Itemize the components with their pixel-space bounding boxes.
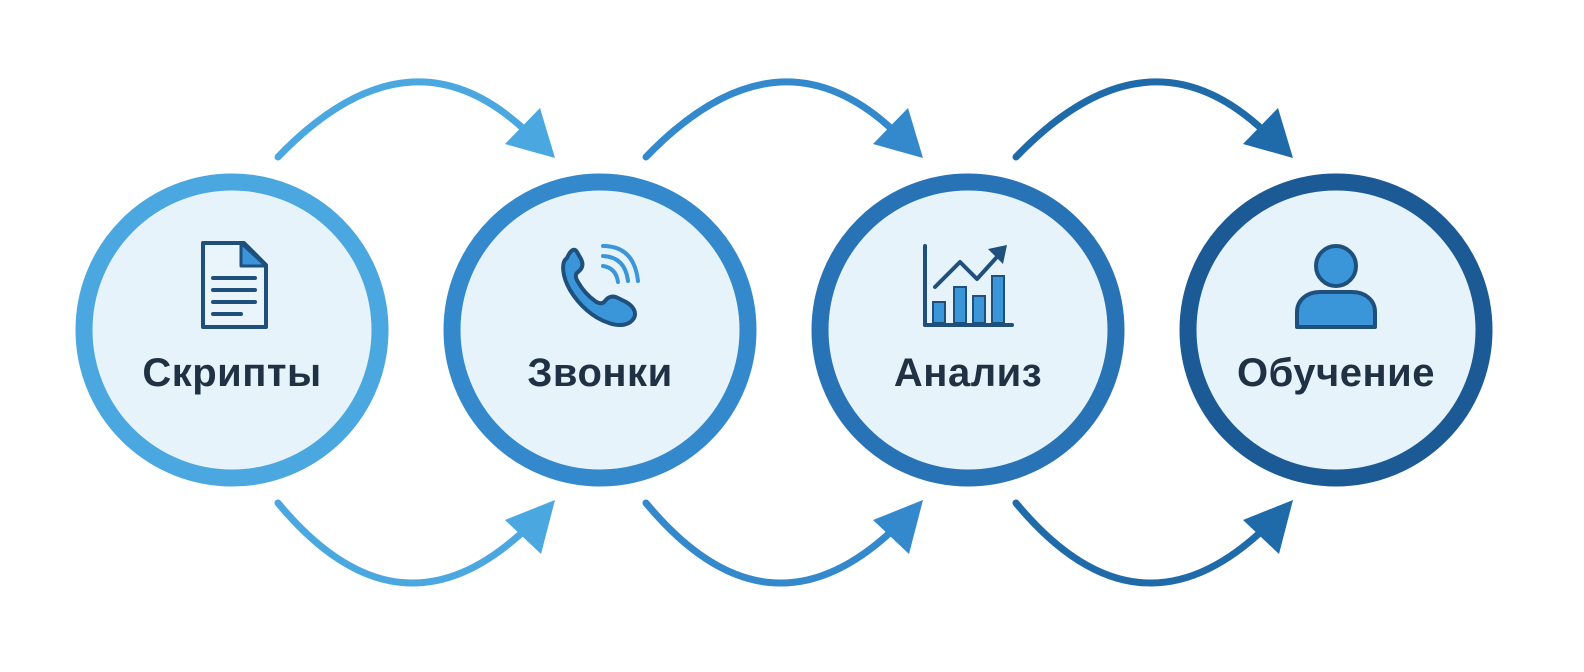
node-ring — [443, 173, 757, 487]
arrow-bottom-1 — [274, 499, 555, 587]
node-training: Обучение — [1179, 173, 1493, 487]
node-analysis: Анализ — [811, 173, 1125, 487]
phone-icon — [561, 244, 640, 328]
node-label-training: Обучение — [1237, 351, 1435, 395]
bar-chart-icon — [923, 244, 1014, 327]
node-ring — [811, 173, 1125, 487]
node-calls: Звонки — [443, 173, 757, 487]
node-scripts: Скрипты — [75, 173, 389, 487]
user-icon — [1295, 244, 1377, 329]
node-label-analysis: Анализ — [894, 351, 1042, 395]
arrow-top-3 — [1012, 78, 1293, 161]
arrow-top-1 — [274, 78, 555, 161]
arrow-bottom-3 — [1012, 499, 1293, 587]
node-ring — [1179, 173, 1493, 487]
node-ring — [75, 173, 389, 487]
arrow-bottom-2 — [642, 499, 923, 587]
arrow-top-2 — [642, 78, 923, 161]
document-icon — [201, 241, 268, 329]
node-label-calls: Звонки — [527, 351, 672, 395]
node-label-scripts: Скрипты — [142, 351, 321, 395]
